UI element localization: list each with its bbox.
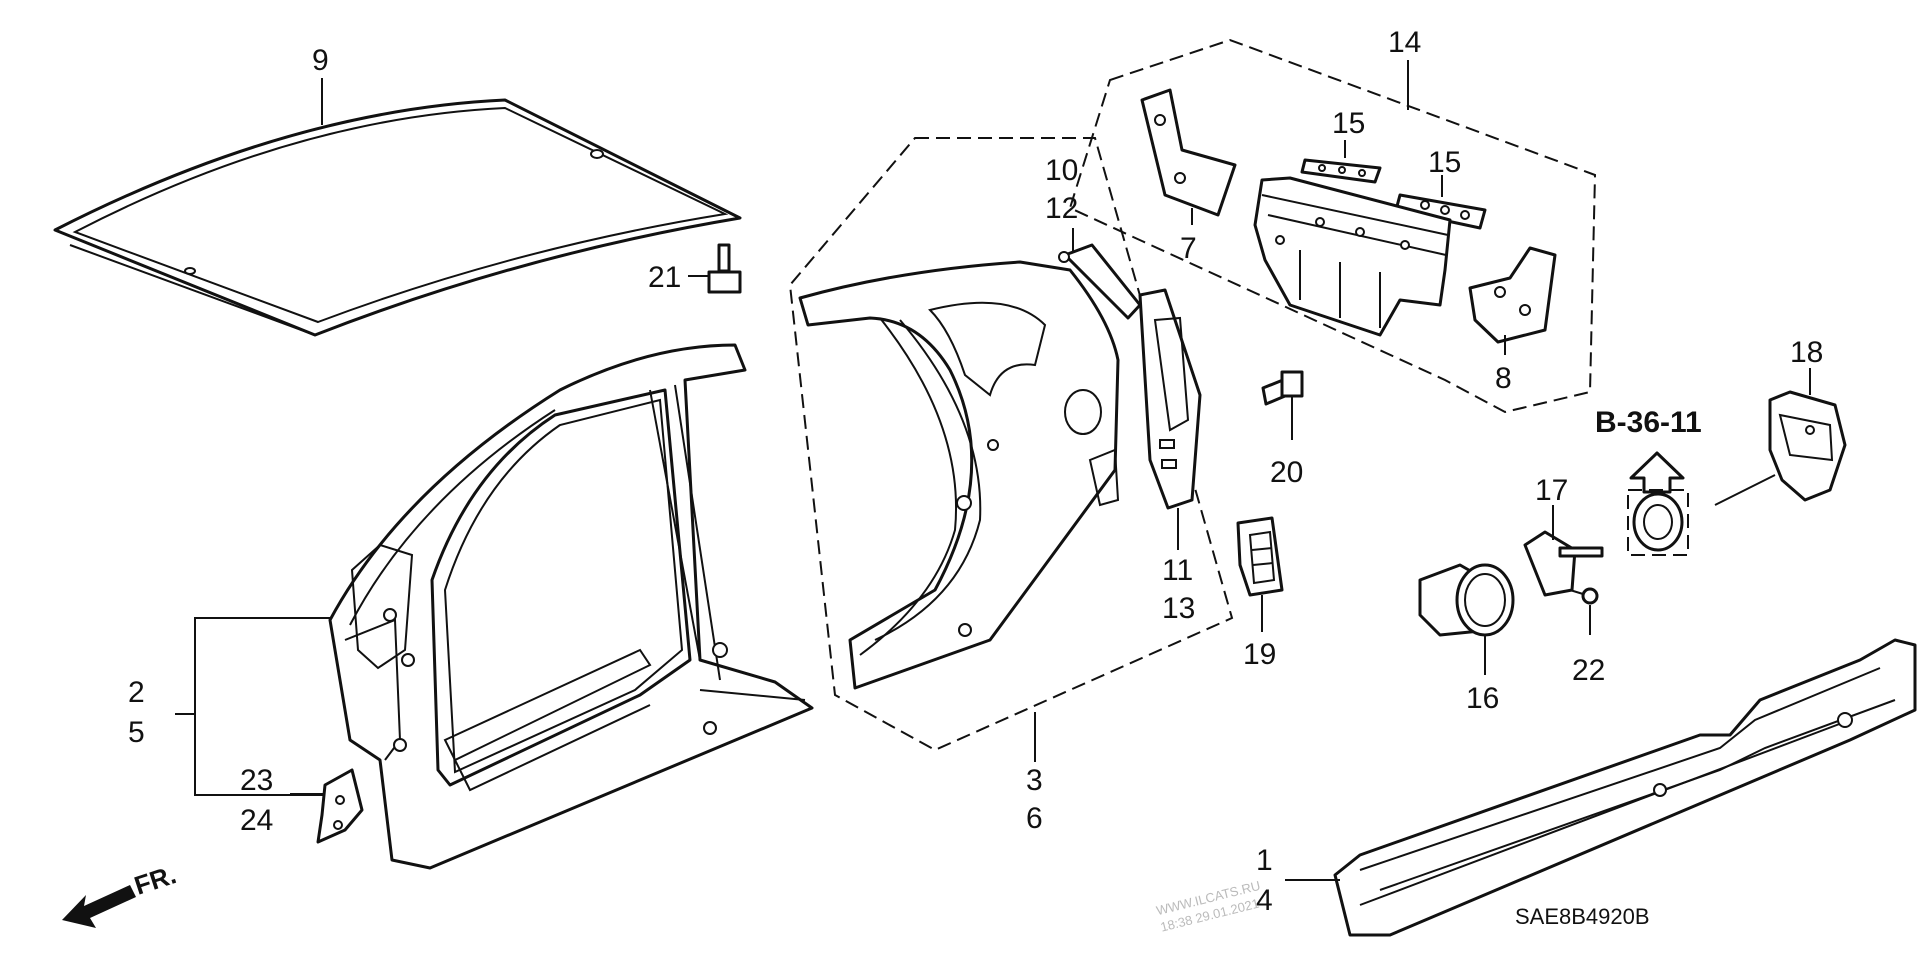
reference-label: B-36-11: [1595, 406, 1702, 439]
callout-14: 14: [1388, 26, 1421, 59]
callout-10: 10: [1045, 154, 1078, 187]
rear-panel-14: [1253, 176, 1452, 337]
callout-3: 3: [1026, 764, 1043, 797]
bracket-8: [1468, 246, 1557, 344]
callout-1: 1: [1256, 844, 1273, 877]
fuel-lid-opener-18: [1714, 390, 1847, 506]
callout-22: 22: [1572, 654, 1605, 687]
front-direction-arrow: FR.: [62, 859, 180, 928]
outer-side-panel: [328, 343, 814, 870]
bolt-20: [1261, 370, 1304, 406]
pillar-reinforcement-11-13: [1138, 288, 1202, 510]
callout-9: 9: [312, 44, 329, 77]
bracket-7: [1140, 88, 1237, 217]
callout-21: 21: [648, 261, 681, 294]
side-sill-1-4: [1333, 638, 1917, 937]
reference-arrow: [1629, 451, 1685, 494]
callout-17: 17: [1535, 474, 1568, 507]
group-3-6-boundary: [788, 137, 1234, 752]
fuel-lid-hinge-17: [1523, 530, 1604, 597]
callout-13: 13: [1162, 592, 1195, 625]
callout-4: 4: [1256, 884, 1273, 917]
callout-24: 24: [240, 804, 273, 837]
callout-8: 8: [1495, 362, 1512, 395]
group-14-boundary: [1068, 38, 1597, 414]
fuel-filler-housing-16: [1418, 563, 1515, 637]
callout-7: 7: [1180, 232, 1197, 265]
vent-19: [1236, 516, 1284, 597]
roof-panel: [53, 98, 742, 337]
screw-22: [1569, 587, 1599, 605]
callout-19: 19: [1243, 638, 1276, 671]
front-direction-label: FR.: [131, 859, 180, 900]
callout-15-a: 15: [1332, 107, 1365, 140]
reference-box: [1627, 489, 1689, 556]
callout-20: 20: [1270, 456, 1303, 489]
callout-5: 5: [128, 716, 145, 749]
callout-18: 18: [1790, 336, 1823, 369]
fuel-filler-seal: [1632, 492, 1684, 552]
callout-16: 16: [1466, 682, 1499, 715]
callout-6: 6: [1026, 802, 1043, 835]
flange-bolt-21: [707, 243, 742, 294]
plate-15-a: [1300, 158, 1382, 184]
callout-11: 11: [1162, 554, 1193, 587]
watermark: WWW.ILCATS.RU 18:38 29.01.2021: [1155, 878, 1262, 935]
diagram-code: SAE8B4920B: [1515, 904, 1650, 929]
rear-quarter-panel: [798, 260, 1120, 690]
callout-15-b: 15: [1428, 146, 1461, 179]
callout-23: 23: [240, 764, 273, 797]
callout-2: 2: [128, 676, 145, 709]
bracket-23-24: [316, 768, 364, 844]
